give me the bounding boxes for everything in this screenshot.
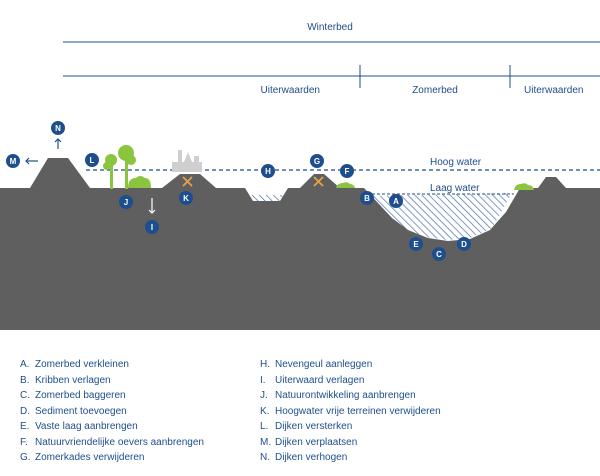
house-icon: [172, 150, 202, 172]
legend-text: Hoogwater vrije terreinen verwijderen: [275, 405, 441, 417]
svg-text:C: C: [436, 250, 442, 259]
svg-text:L: L: [90, 156, 95, 165]
bush-icon: [336, 182, 355, 188]
badge-j: J: [119, 195, 133, 209]
legend-item: C. Zomerbed baggeren: [20, 388, 260, 404]
cross-mark-icon: [182, 176, 193, 187]
legend-item: I. Uiterwaard verlagen: [260, 373, 520, 389]
winterbed-label: Winterbed: [307, 22, 353, 33]
legend-item: J. Natuurontwikkeling aanbrengen: [260, 388, 520, 404]
svg-text:E: E: [413, 240, 419, 249]
badge-g: G: [310, 154, 324, 168]
legend-text: Zomerbed verkleinen: [35, 359, 129, 370]
ground-profile: [0, 158, 600, 330]
badge-c: C: [432, 247, 446, 261]
legend-key: N.: [260, 452, 270, 463]
badge-e: E: [409, 237, 423, 251]
badge-d: D: [457, 237, 471, 251]
bush-icon: [128, 176, 151, 188]
legend-text: Kribben verlagen: [35, 374, 111, 386]
legend-item: H. Nevengeul aanleggen: [260, 357, 520, 373]
uiterwaarden-right-label: Uiterwaarden: [524, 85, 583, 96]
svg-text:M: M: [10, 157, 17, 166]
arrow-down-icon: [148, 198, 156, 214]
legend-text: Natuurvriendelijke oevers aanbrengen: [35, 436, 204, 448]
svg-text:N: N: [55, 124, 61, 133]
legend-key: M.: [260, 436, 272, 448]
legend-item: F. Natuurvriendelijke oevers aanbrengen: [20, 435, 260, 451]
legend-text: Dijken verplaatsen: [275, 436, 358, 448]
badge-b: B: [360, 191, 374, 205]
uiterwaarden-left-label: Uiterwaarden: [261, 85, 320, 96]
legend-text: Natuurontwikkeling aanbrengen: [275, 390, 416, 401]
svg-text:B: B: [364, 194, 370, 203]
legend-item: N. Dijken verhogen: [260, 450, 520, 466]
legend-text: Uiterwaard verlagen: [275, 374, 365, 386]
tree-icon: [103, 145, 136, 189]
svg-text:A: A: [393, 197, 399, 206]
legend-key: I.: [260, 374, 266, 386]
arrow-left-icon: [25, 157, 38, 165]
arrow-up-icon: [54, 138, 62, 149]
badge-i: I: [145, 220, 159, 234]
legend-text: Vaste laag aanbrengen: [35, 421, 138, 432]
legend-column-right: H. Nevengeul aanleggen I. Uiterwaard verla…: [260, 357, 520, 466]
legend-item: K. Hoogwater vrije terreinen verwijderen: [260, 404, 520, 420]
legend-item: A. Zomerbed verkleinen: [20, 357, 260, 373]
legend-key: A.: [20, 359, 30, 370]
legend-item: D. Sediment toevoegen: [20, 404, 260, 420]
legend-text: Zomerkades verwijderen: [35, 452, 145, 463]
legend-key: E.: [20, 421, 30, 432]
legend-key: D.: [20, 405, 30, 417]
legend-text: Zomerbed baggeren: [35, 390, 126, 401]
legend-item: L. Dijken versterken: [260, 419, 520, 435]
svg-text:J: J: [124, 198, 128, 207]
badge-m: M: [6, 154, 20, 168]
legend-text: Nevengeul aanleggen: [275, 359, 373, 370]
bush-icon: [514, 183, 534, 190]
svg-text:D: D: [461, 240, 467, 249]
legend-column-left: A. Zomerbed verkleinen B. Kribben verlagen…: [20, 357, 260, 466]
legend-item: M.Dijken verplaatsen: [260, 435, 520, 451]
svg-text:F: F: [345, 167, 350, 176]
svg-text:K: K: [183, 194, 189, 203]
legend-key: C.: [20, 390, 30, 401]
badge-a: A: [389, 194, 403, 208]
legend: A. Zomerbed verkleinen B. Kribben verlagen…: [20, 357, 590, 466]
legend-item: G. Zomerkades verwijderen: [20, 450, 260, 466]
legend-key: B.: [20, 374, 30, 386]
legend-text: Dijken verhogen: [275, 452, 348, 463]
svg-text:G: G: [314, 157, 320, 166]
legend-key: K.: [260, 405, 270, 417]
zomerbed-label: Zomerbed: [412, 85, 458, 96]
legend-key: H.: [260, 359, 270, 370]
legend-key: J.: [260, 390, 268, 401]
badge-h: H: [261, 164, 275, 178]
hoog-water-label: Hoog water: [430, 157, 482, 168]
legend-key: G.: [20, 452, 31, 463]
legend-item: B. Kribben verlagen: [20, 373, 260, 389]
laag-water-label: Laag water: [430, 183, 480, 194]
legend-text: Sediment toevoegen: [35, 405, 127, 417]
svg-text:I: I: [151, 223, 153, 232]
legend-key: L.: [260, 421, 269, 432]
legend-text: Dijken versterken: [275, 421, 353, 432]
cross-mark-icon: [313, 176, 324, 187]
legend-key: F.: [20, 436, 28, 448]
side-channel-water: [245, 195, 283, 201]
badge-k: K: [179, 191, 193, 205]
svg-text:H: H: [265, 167, 271, 176]
badge-l: L: [85, 153, 99, 167]
badge-f: F: [340, 164, 354, 178]
badge-n: N: [51, 121, 65, 135]
legend-item: E. Vaste laag aanbrengen: [20, 419, 260, 435]
